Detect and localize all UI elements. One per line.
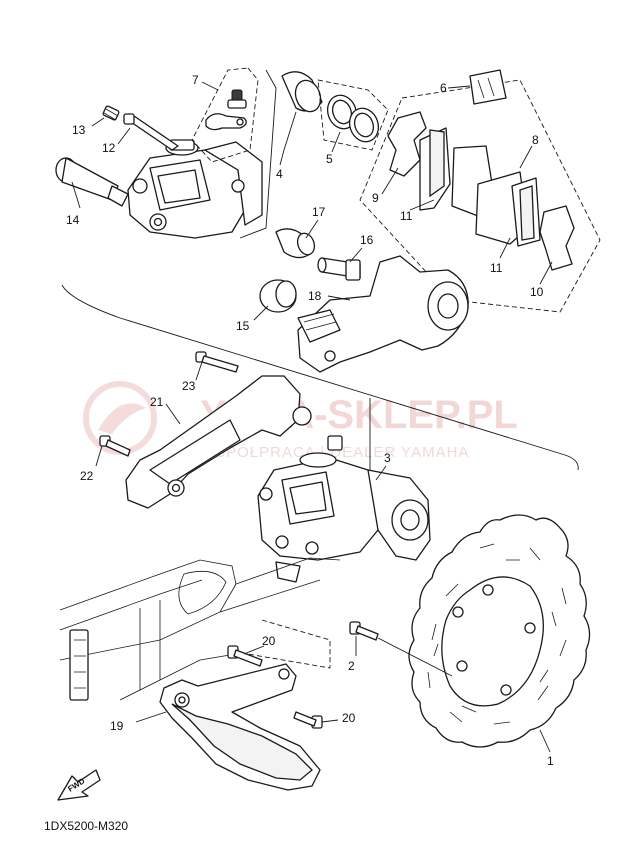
leader-4a: [283, 111, 297, 151]
caliper-assembly: [257, 435, 431, 583]
leader-5: [331, 131, 341, 153]
callout-21: 21: [150, 395, 164, 409]
callout-6: 6: [440, 81, 447, 95]
bolt-20-upper: [227, 645, 263, 667]
dust-boot: [259, 279, 297, 313]
callout-14: 14: [66, 213, 80, 227]
slide-bolt: [55, 157, 129, 207]
callout-20b: 20: [342, 711, 356, 725]
bleed-screw: [205, 89, 247, 131]
callout-8: 8: [532, 133, 539, 147]
callout-4: 4: [276, 167, 283, 181]
support-pin: [317, 257, 361, 281]
callout-3: 3: [384, 451, 391, 465]
guard-link-outline: [235, 619, 331, 669]
callout-19: 19: [110, 719, 124, 733]
piston-and-seals: [281, 71, 380, 143]
callout-12: 12: [102, 141, 116, 155]
disc-guard: [159, 663, 321, 791]
caliper-body-exploded: [127, 139, 263, 239]
caliper-bracket: [297, 255, 469, 373]
pad-kit-outline: [359, 79, 601, 313]
callout-22: 22: [80, 469, 94, 483]
caliper-mount-plate: [125, 375, 312, 509]
disc-bolt: [349, 621, 379, 641]
pad-pin-and-plug: [102, 105, 179, 151]
callout-23: 23: [182, 379, 196, 393]
callout-10: 10: [530, 285, 544, 299]
watermark-sub: WSPÓŁPRACA | DEALER YAMAHA: [200, 444, 469, 461]
callout-11a: 11: [400, 209, 413, 223]
callout-11b: 11: [490, 261, 503, 275]
callout-5: 5: [326, 152, 333, 166]
brake-disc: [408, 514, 591, 748]
callout-13: 13: [72, 123, 86, 137]
callout-1: 1: [547, 754, 554, 768]
seal-group-outline: [317, 79, 389, 151]
assembly-bracket: [61, 284, 579, 471]
callout-labels: 1 2 3 4 5 6 7 8 9 10 11 11 12 13 14 15 1…: [66, 73, 554, 768]
callout-18: 18: [308, 289, 322, 303]
fwd-arrow-icon: FWD: [57, 769, 101, 801]
bolt-20-lower: [293, 711, 323, 729]
callout-20a: 20: [262, 634, 276, 648]
callout-17: 17: [312, 205, 326, 219]
swingarm-outline: [59, 557, 341, 701]
leader-lines: [71, 81, 553, 753]
sleeve-bush: [275, 228, 316, 259]
callout-7: 7: [192, 73, 199, 87]
callout-16: 16: [360, 233, 374, 247]
piston-bracket-line: [239, 69, 277, 239]
leader-4b: [279, 149, 285, 166]
disc-bolt-leader: [377, 637, 453, 677]
bolt-22: [99, 435, 131, 457]
bolt-23: [195, 351, 239, 373]
callout-9: 9: [372, 191, 379, 205]
brake-pads: [419, 127, 541, 247]
pad-spring: [469, 69, 507, 105]
callout-2: 2: [348, 659, 355, 673]
pad-shims: [387, 111, 575, 271]
drawing-code: 1DX5200-M320: [44, 819, 128, 833]
callout-15: 15: [236, 319, 250, 333]
bleed-group-outline: [191, 67, 259, 163]
